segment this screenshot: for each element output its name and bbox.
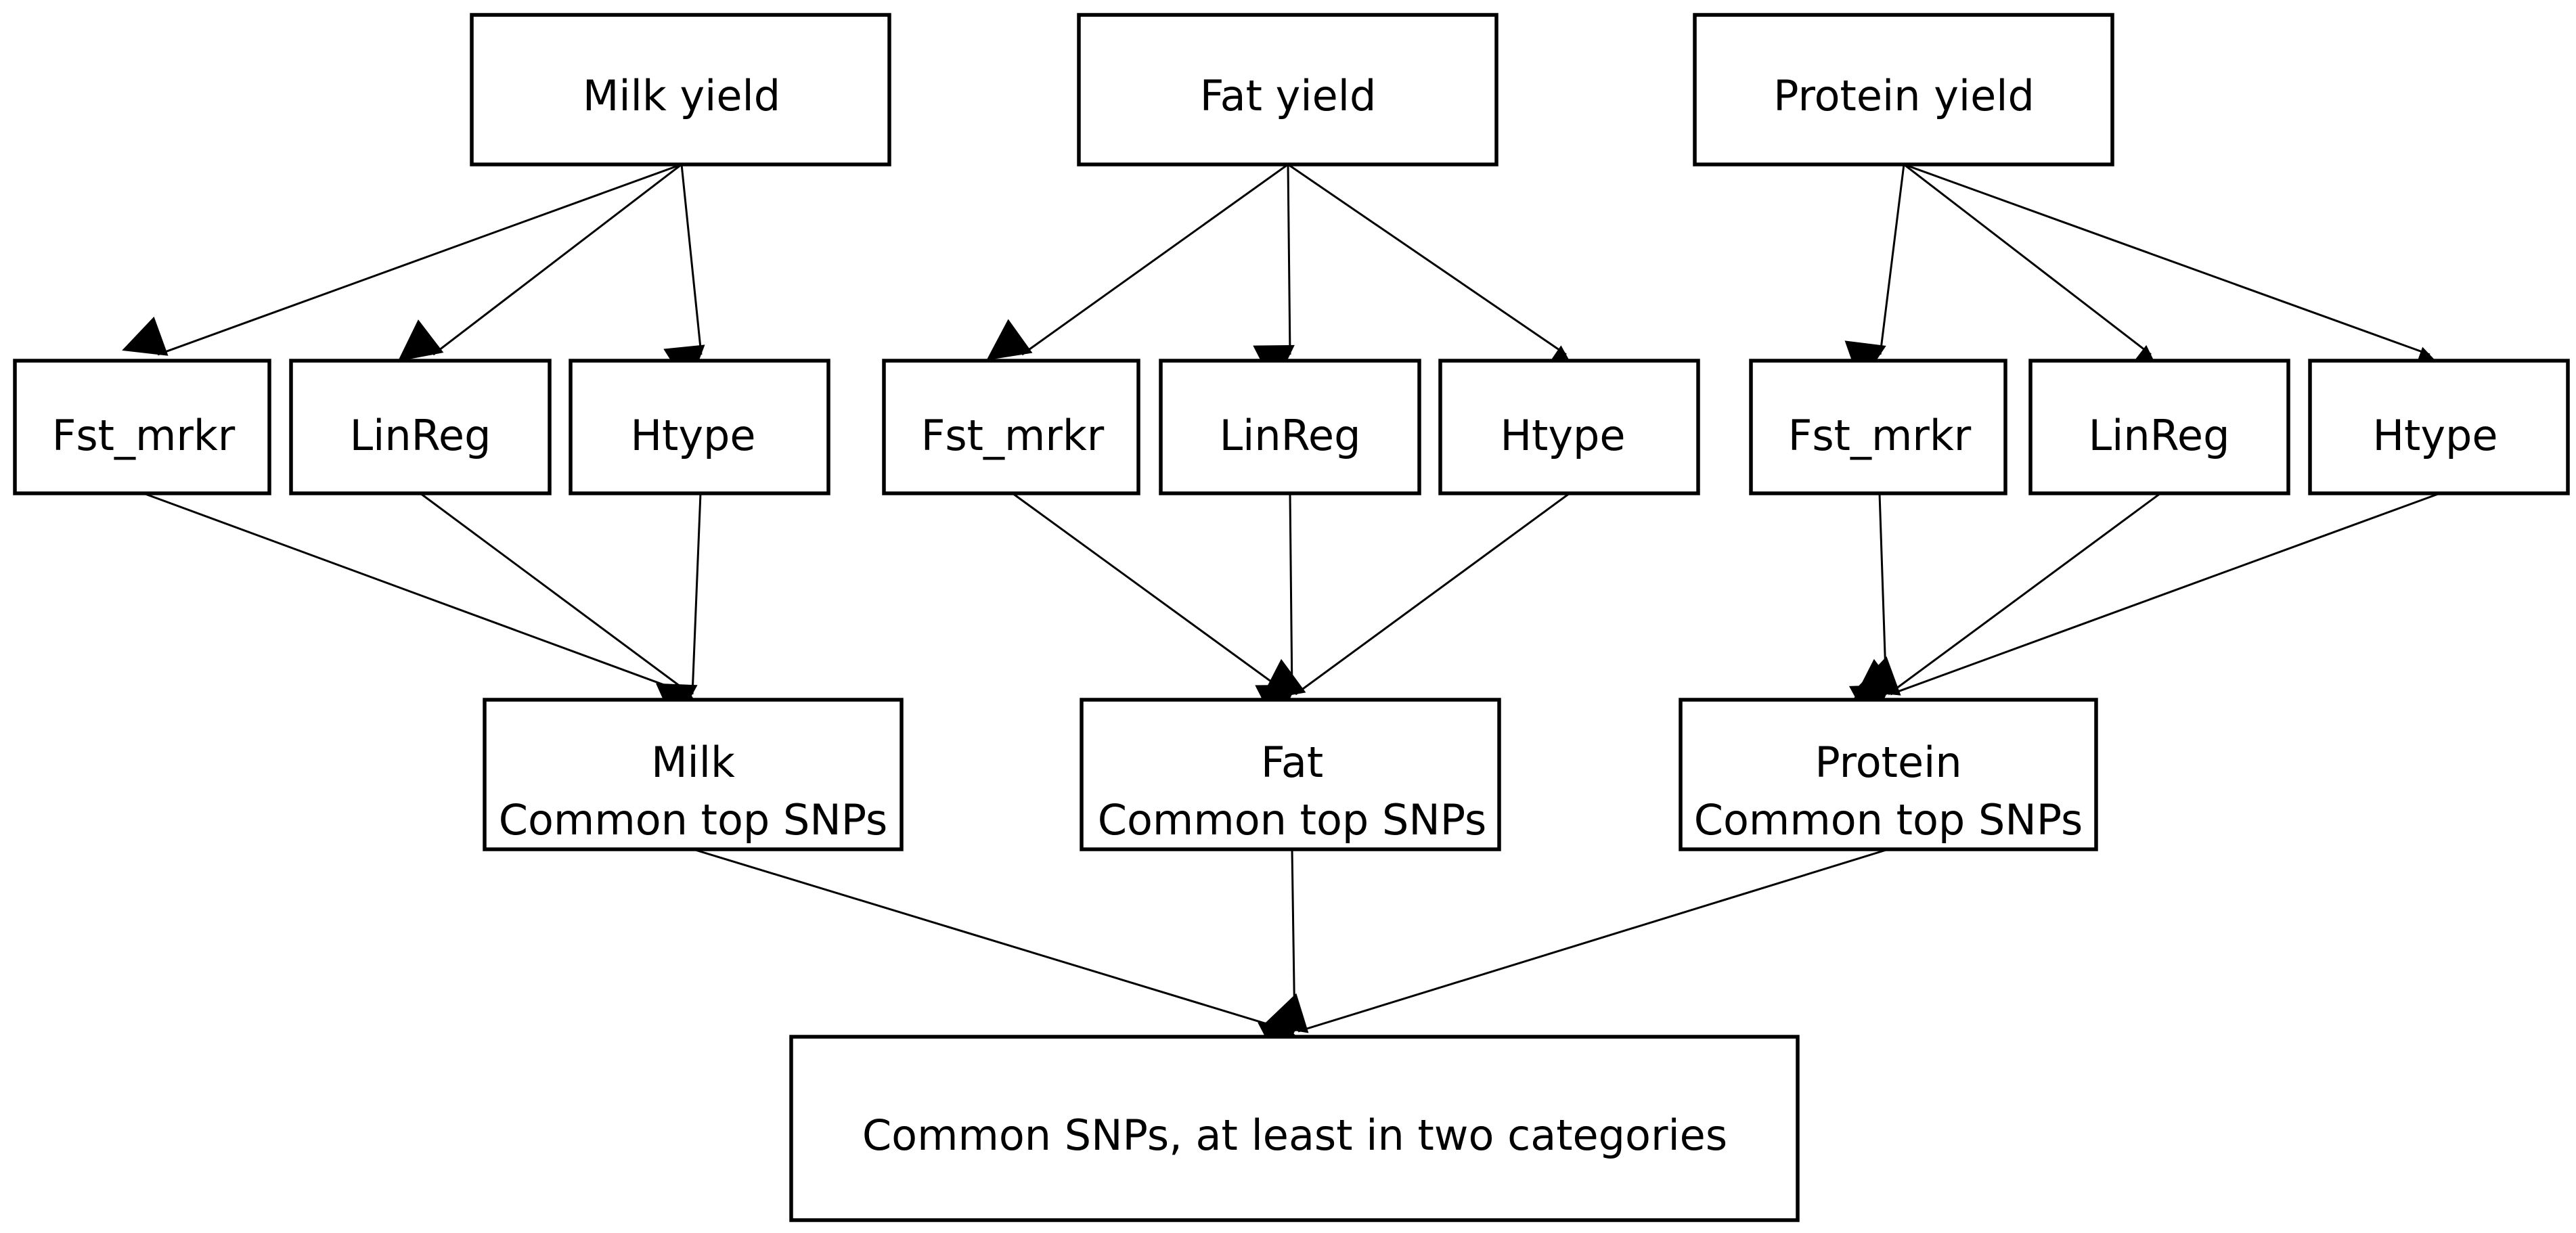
- milk-yield-label: Milk yield: [583, 71, 780, 120]
- milk-fst-mrkr-box: Fst_mrkr: [13, 359, 271, 495]
- arrow-fat-htype-to-fat-common: [1260, 492, 1570, 700]
- arrow-fat-linreg-to-fat-common: [1255, 493, 1297, 727]
- fat-htype-box: Htype: [1438, 359, 1700, 495]
- arrow-protein-yield-to-protein-fst: [1844, 164, 1905, 385]
- final-common-snps-box: Common SNPs, at least in two categories: [789, 1035, 1800, 1222]
- arrow-fat-common-to-final: [1258, 849, 1300, 1064]
- milk-common-top-snps-box: Milk Common top SNPs: [483, 698, 904, 851]
- milk-yield-box: Milk yield: [470, 13, 891, 166]
- protein-htype-label: Htype: [2372, 411, 2497, 460]
- arrow-protein-fst-to-protein-common: [1848, 493, 1891, 727]
- protein-fst-mrkr-box: Fst_mrkr: [1749, 359, 2007, 495]
- fat-yield-label: Fat yield: [1200, 71, 1377, 120]
- final-common-snps-label: Common SNPs, at least in two categories: [862, 1111, 1727, 1160]
- arrow-milk-linreg-to-milk-common: [420, 492, 708, 727]
- protein-yield-label: Protein yield: [1773, 71, 2035, 120]
- protein-linreg-label: LinReg: [2089, 411, 2230, 460]
- arrow-milk-yield-to-milk-fst: [122, 163, 682, 356]
- fat-common-line2: Common top SNPs: [1098, 795, 1487, 845]
- milk-common-line1: Milk: [651, 738, 735, 787]
- fat-yield-box: Fat yield: [1077, 13, 1498, 166]
- arrow-milk-common-to-final: [692, 848, 1318, 1064]
- fat-fst-mrkr-box: Fst_mrkr: [882, 359, 1140, 495]
- arrow-protein-linreg-to-protein-common: [1852, 492, 2161, 701]
- milk-common-line2: Common top SNPs: [499, 795, 888, 845]
- arrow-milk-yield-to-milk-htype: [663, 164, 705, 388]
- protein-linreg-box: LinReg: [2028, 359, 2290, 495]
- fat-htype-label: Htype: [1500, 411, 1625, 460]
- arrow-fat-yield-to-fat-htype: [1287, 163, 1584, 386]
- milk-linreg-box: LinReg: [289, 359, 552, 495]
- fat-linreg-label: LinReg: [1220, 411, 1361, 460]
- edges-layer: [122, 163, 2455, 1064]
- arrow-fat-yield-to-fat-fst: [986, 163, 1289, 361]
- arrow-protein-common-to-final: [1262, 848, 1889, 1033]
- milk-fst-mrkr-label: Fst_mrkr: [52, 411, 236, 460]
- arrow-protein-htype-to-protein-common: [1855, 492, 2441, 696]
- arrow-milk-htype-to-milk-common: [656, 493, 702, 726]
- milk-linreg-label: LinReg: [350, 411, 491, 460]
- arrow-protein-yield-to-protein-htype: [1903, 163, 2455, 386]
- arrow-fat-yield-to-fat-linreg: [1253, 164, 1295, 387]
- protein-htype-box: Htype: [2308, 359, 2570, 495]
- fat-common-line1: Fat: [1261, 738, 1323, 787]
- arrow-protein-yield-to-protein-linreg: [1903, 163, 2167, 387]
- arrow-milk-yield-to-milk-linreg: [397, 163, 682, 362]
- milk-htype-box: Htype: [569, 359, 830, 495]
- protein-fst-mrkr-label: Fst_mrkr: [1788, 411, 1972, 460]
- protein-yield-box: Protein yield: [1693, 13, 2114, 166]
- milk-htype-label: Htype: [630, 411, 755, 460]
- fat-common-top-snps-box: Fat Common top SNPs: [1080, 698, 1501, 851]
- fat-fst-mrkr-label: Fst_mrkr: [921, 411, 1105, 460]
- fat-linreg-box: LinReg: [1159, 359, 1421, 495]
- arrow-fat-fst-to-fat-common: [1012, 492, 1306, 727]
- protein-common-line1: Protein: [1815, 738, 1961, 787]
- protein-common-line2: Common top SNPs: [1694, 795, 2083, 845]
- arrow-milk-fst-to-milk-common: [143, 492, 715, 726]
- protein-common-top-snps-box: Protein Common top SNPs: [1679, 698, 2098, 851]
